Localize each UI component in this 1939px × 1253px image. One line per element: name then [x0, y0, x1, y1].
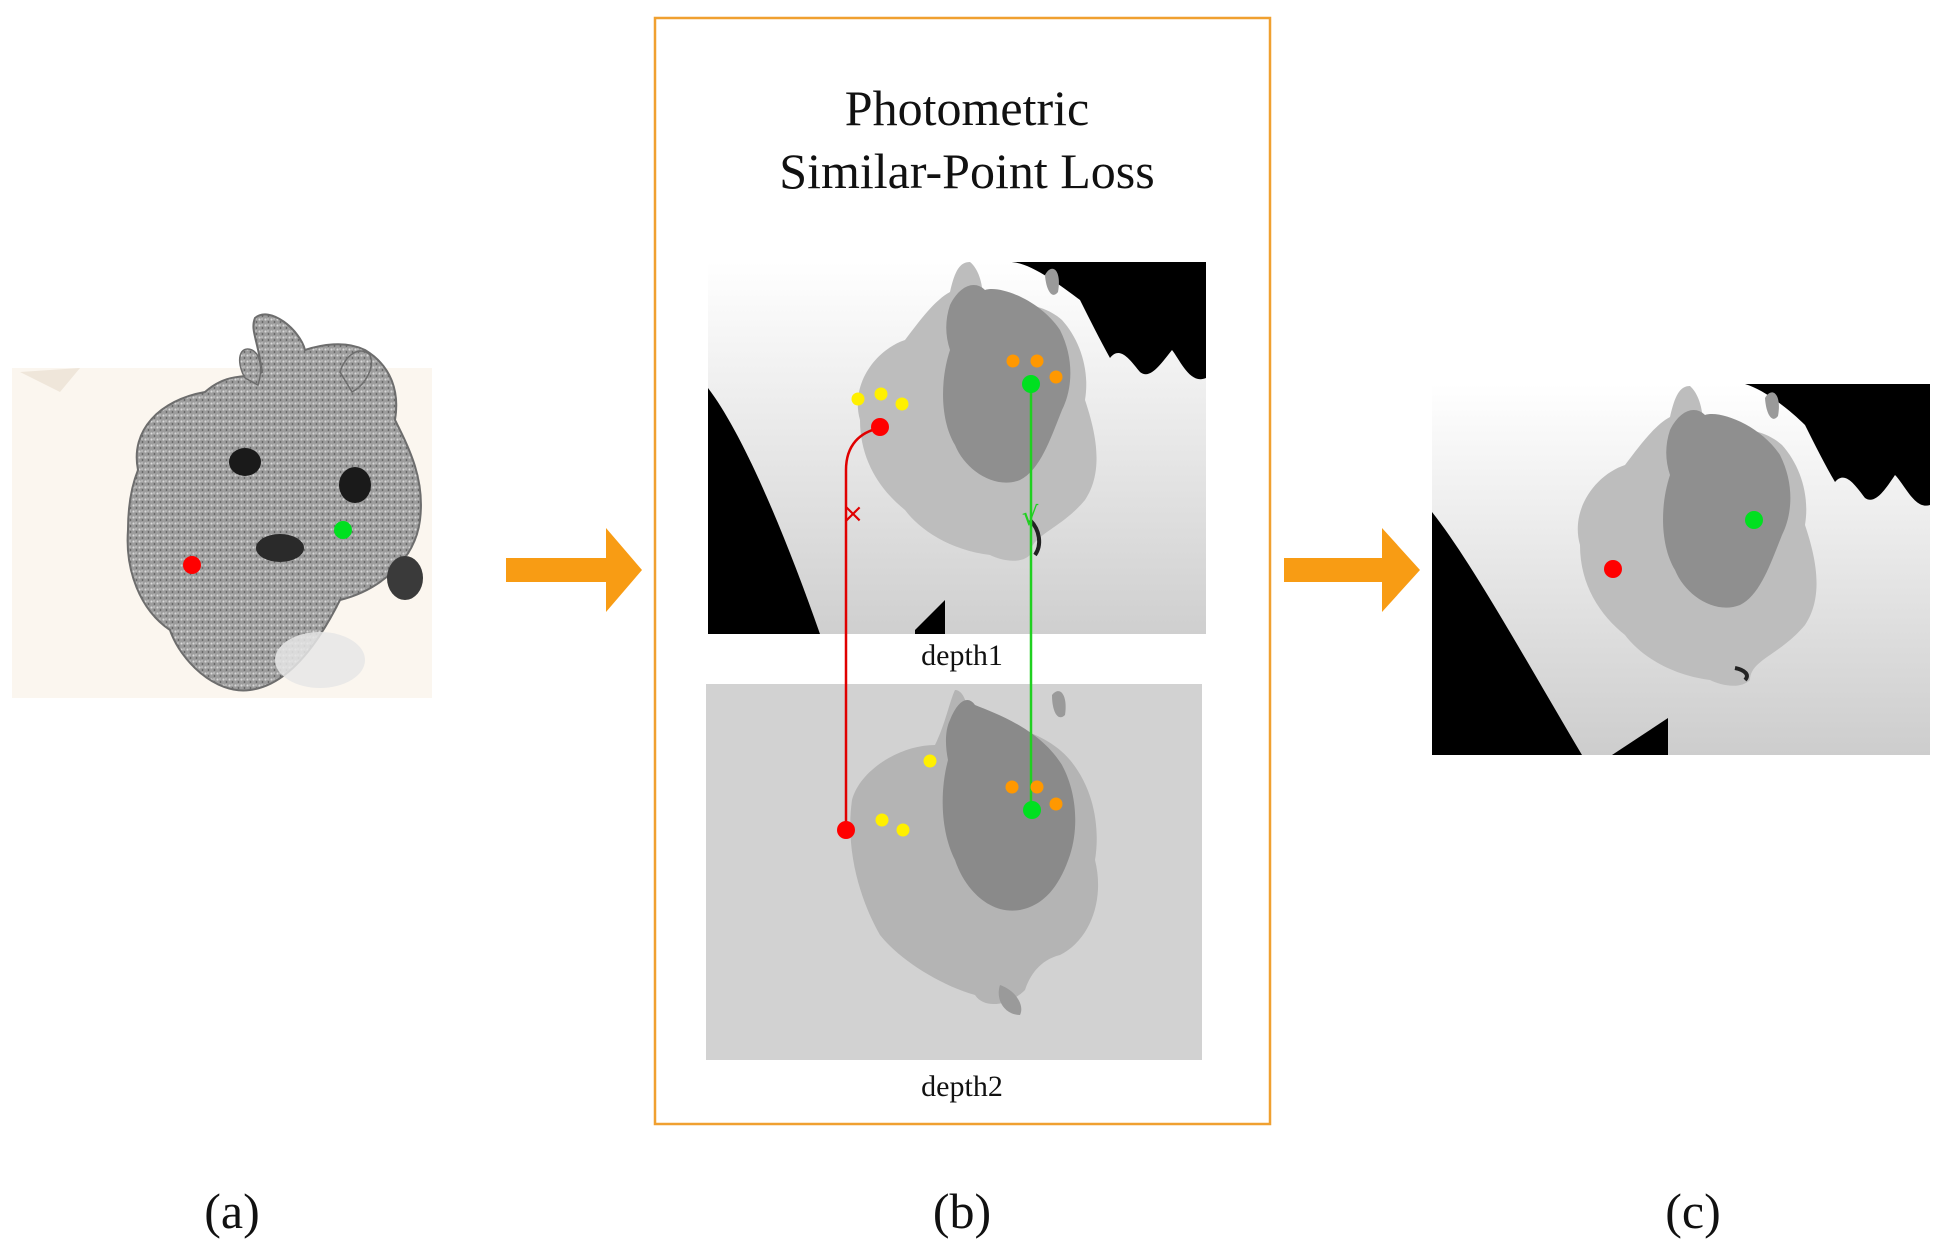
- depth1-label: depth1: [921, 639, 1003, 672]
- yellow-point: [874, 387, 888, 401]
- bunny-ear-photo: [339, 350, 372, 394]
- orange-point: [1030, 354, 1044, 368]
- caption-b: (b): [933, 1183, 991, 1239]
- bunny-chest-photo: [275, 632, 365, 688]
- yellow-point: [896, 823, 910, 837]
- arrow-right-b-to-c: [1284, 528, 1420, 612]
- bunny-body-photo: [126, 313, 422, 692]
- green-point-result: [1745, 511, 1763, 529]
- bunny-depth-inner: [943, 285, 1071, 483]
- bunny-depth-inner-c: [1663, 410, 1791, 608]
- yellow-point: [875, 813, 889, 827]
- orange-point: [1005, 780, 1019, 794]
- bunny-eye-photo: [229, 448, 261, 476]
- bunny-nose-photo: [256, 534, 304, 562]
- orange-point: [1006, 354, 1020, 368]
- depth-map-2: [706, 684, 1202, 1060]
- panel-b-title-line1: Photometric: [845, 80, 1089, 136]
- red-point-depth1: [871, 418, 889, 436]
- orange-point: [1049, 370, 1063, 384]
- bunny-eye-photo: [339, 467, 371, 503]
- orange-point: [1049, 797, 1063, 811]
- bunny-depth2-inner: [942, 700, 1076, 911]
- bunny-ear-photo: [238, 348, 262, 387]
- green-point-depth1: [1022, 375, 1040, 393]
- panel-b-title-line2: Similar-Point Loss: [779, 143, 1154, 199]
- arrow-right-a-to-b: [506, 528, 642, 612]
- red-point-depth2: [837, 821, 855, 839]
- yellow-point: [895, 397, 909, 411]
- panel-c-depth-map: [1432, 384, 1930, 755]
- panel-b-frame: [653, 16, 1272, 1126]
- depth2-label: depth2: [921, 1070, 1003, 1103]
- green-point-depth2: [1023, 801, 1041, 819]
- accept-mark: √: [1022, 502, 1039, 532]
- caption-a: (a): [204, 1183, 260, 1239]
- caption-c: (c): [1665, 1183, 1721, 1239]
- red-point-photo: [183, 556, 201, 574]
- depth-map-1: [708, 262, 1206, 634]
- orange-point: [1030, 780, 1044, 794]
- red-point-result: [1604, 560, 1622, 578]
- bunny-shadow-photo: [387, 556, 423, 600]
- reject-mark: ×: [842, 499, 864, 529]
- panel-a-photo: [12, 313, 432, 698]
- yellow-point: [851, 392, 865, 406]
- yellow-point: [923, 754, 937, 768]
- green-point-photo: [334, 521, 352, 539]
